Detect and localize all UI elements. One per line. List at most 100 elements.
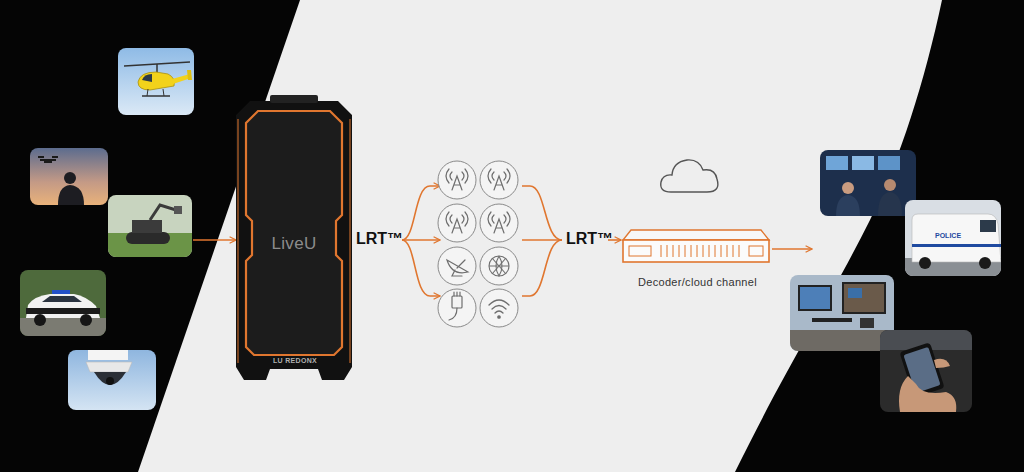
police-van-photo-part	[905, 200, 1001, 276]
satellite-constellation-icon-part	[489, 256, 509, 276]
network-icon-grid-part	[480, 204, 518, 242]
police-car-photo-part	[20, 270, 106, 336]
bonding-split-lines-part	[402, 240, 440, 296]
police-car-photo-part	[20, 318, 106, 336]
rack-vent	[661, 245, 662, 257]
rack-vent	[739, 245, 740, 257]
input-arrow	[193, 239, 236, 241]
rack-vent	[697, 245, 698, 257]
cellular-icons-part-part	[452, 176, 462, 190]
bonding-split-lines-part	[402, 186, 440, 240]
node-outline	[615, 150, 780, 295]
ethernet-icon-part	[454, 292, 460, 296]
drone-operator-photo-part	[30, 148, 108, 205]
workstation-photo-part	[848, 288, 862, 298]
police-car-photo-part	[34, 314, 46, 326]
control-room-photo-part	[820, 150, 916, 216]
network-icon-grid-part	[438, 247, 476, 285]
helicopter-photo-part	[163, 89, 164, 96]
satellite-dish-icon-part	[457, 260, 465, 268]
rack-vent	[703, 245, 704, 257]
wifi-icon-part	[492, 306, 506, 310]
police-car-photo-part	[26, 308, 100, 314]
dome-camera-photo	[68, 350, 156, 410]
helicopter-photo-part	[142, 95, 170, 96]
rack-vent	[685, 245, 686, 257]
drone-operator-photo-part	[44, 159, 52, 163]
rack-vent	[727, 245, 728, 257]
cellular-icons-part	[488, 169, 510, 190]
police-van-photo	[905, 200, 1001, 276]
device-orange-outline	[246, 111, 342, 355]
cellular-icons-part-part	[488, 169, 510, 183]
police-van-photo-part	[980, 220, 996, 232]
rack-vent	[667, 245, 668, 257]
control-room-photo-part	[878, 156, 900, 170]
cellular-icons-part	[488, 212, 510, 233]
control-room-photo-part	[842, 182, 854, 194]
satellite-constellation-icon-part	[489, 256, 509, 276]
drone-operator-photo-part	[58, 185, 84, 205]
control-room-photo-part	[852, 156, 874, 170]
rack-panel	[629, 246, 651, 256]
network-icon-grid-part	[438, 204, 476, 242]
helicopter-photo-part	[142, 74, 152, 82]
vehicle-marking: POLICE	[935, 232, 961, 239]
police-van-photo-part	[912, 244, 1001, 247]
police-car-photo-part	[52, 290, 70, 294]
dome-camera-photo-part	[106, 377, 114, 385]
cellular-icons-part-part	[446, 169, 468, 183]
control-room-photo-part	[826, 156, 848, 170]
rack-vent	[709, 245, 710, 257]
ethernet-icon-part	[449, 308, 457, 320]
satellite-dish-icon	[447, 260, 468, 276]
robot-photo	[108, 195, 192, 257]
network-icon-grid-part	[438, 161, 476, 199]
protocol-label: LRT™	[356, 230, 403, 248]
control-room-photo-part	[884, 179, 896, 191]
network-icon-grid-part	[480, 289, 518, 327]
network-icon-grid-part	[480, 161, 518, 199]
protocol-label: LRT™	[566, 230, 613, 248]
dome-camera-photo-part	[86, 362, 132, 372]
workstation-photo-part	[844, 284, 884, 312]
satellite-constellation-icon-part	[492, 258, 506, 274]
bonding-merge-lines-part	[522, 240, 562, 296]
encoder-device: LiveULU REDONX	[236, 95, 352, 380]
wifi-icon-part	[498, 316, 500, 318]
cellular-icons-part-part	[446, 212, 468, 226]
workstation-photo-part	[790, 275, 894, 351]
bonding-split-lines-part	[402, 239, 440, 241]
workstation-photo-part	[798, 285, 832, 311]
network-icon-grid-part	[480, 247, 518, 285]
node-title: LiveU	[236, 234, 352, 254]
police-car-photo-part	[26, 294, 100, 318]
cellular-icons	[446, 169, 510, 233]
rack-vent	[715, 245, 716, 257]
police-car-photo-part	[42, 296, 82, 302]
ethernet-icon-part	[452, 296, 462, 308]
rack-panel	[749, 246, 763, 256]
satellite-constellation-icon	[489, 256, 509, 276]
helicopter-photo-part	[138, 72, 174, 90]
rack-vent	[721, 245, 722, 257]
dome-camera-photo-part	[94, 372, 126, 385]
rack-vent	[691, 245, 692, 257]
bonding-merge-lines-part	[522, 186, 562, 240]
right-dark-band	[735, 0, 1024, 472]
police-car-photo	[20, 270, 106, 336]
bonding-merge-lines-part	[522, 239, 562, 241]
ethernet-icon	[449, 292, 462, 320]
phone-hand-photo-part	[899, 376, 956, 412]
cellular-icons-part-part	[452, 219, 462, 233]
rack-front	[623, 240, 769, 262]
cloud-icon	[661, 160, 718, 192]
rack-top	[623, 230, 769, 240]
robot-photo-part	[174, 206, 182, 214]
rack-vent	[679, 245, 680, 257]
wifi-icon-part	[495, 311, 503, 313]
